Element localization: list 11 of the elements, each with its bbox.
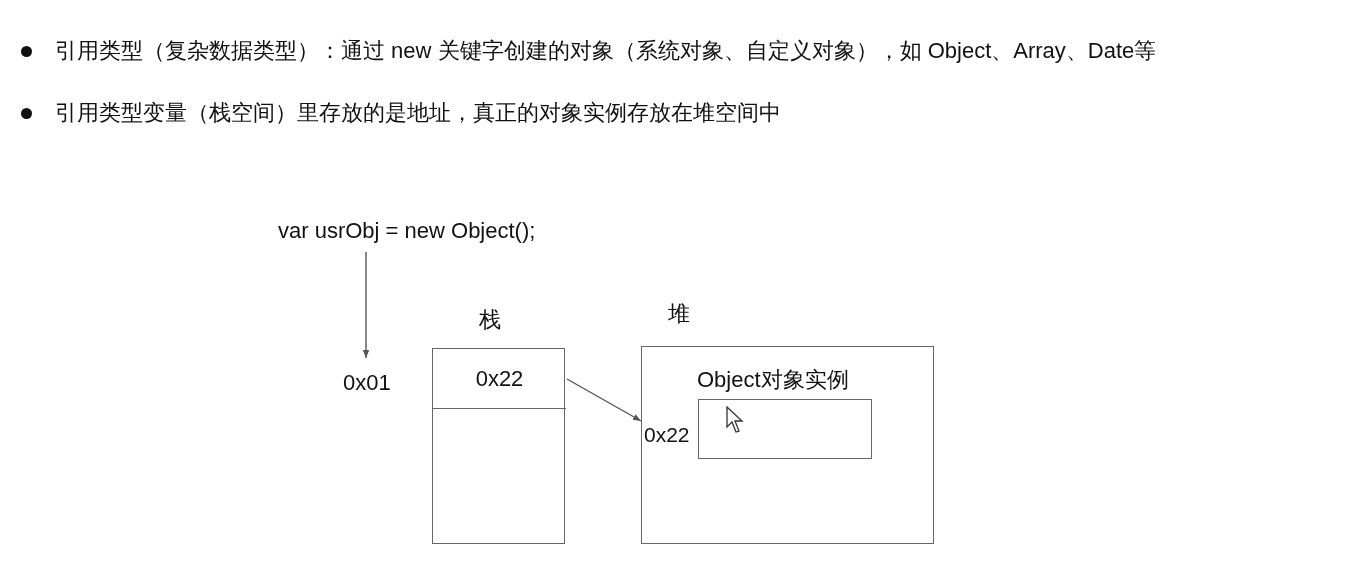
box-heading: 栈 [479,307,501,333]
code-text: var usrObj = new Object(); [278,218,536,244]
box-heading: Object对象实例 [697,367,849,393]
box-heading: 堆 [668,301,690,327]
arrow [362,251,370,359]
bullet-text: 引用类型（复杂数据类型）：通过 new 关键字创建的对象（系统对象、自定义对象），如 Object、Array、Date等 [55,38,1157,64]
address-text: 0x22 [644,423,690,447]
address-text: 0x01 [343,370,391,396]
arrow [566,378,642,422]
stack-cell: 0x22 [433,349,566,409]
bullet-text: 引用类型变量（栈空间）里存放的是地址，真正的对象实例存放在堆空间中 [55,100,781,126]
